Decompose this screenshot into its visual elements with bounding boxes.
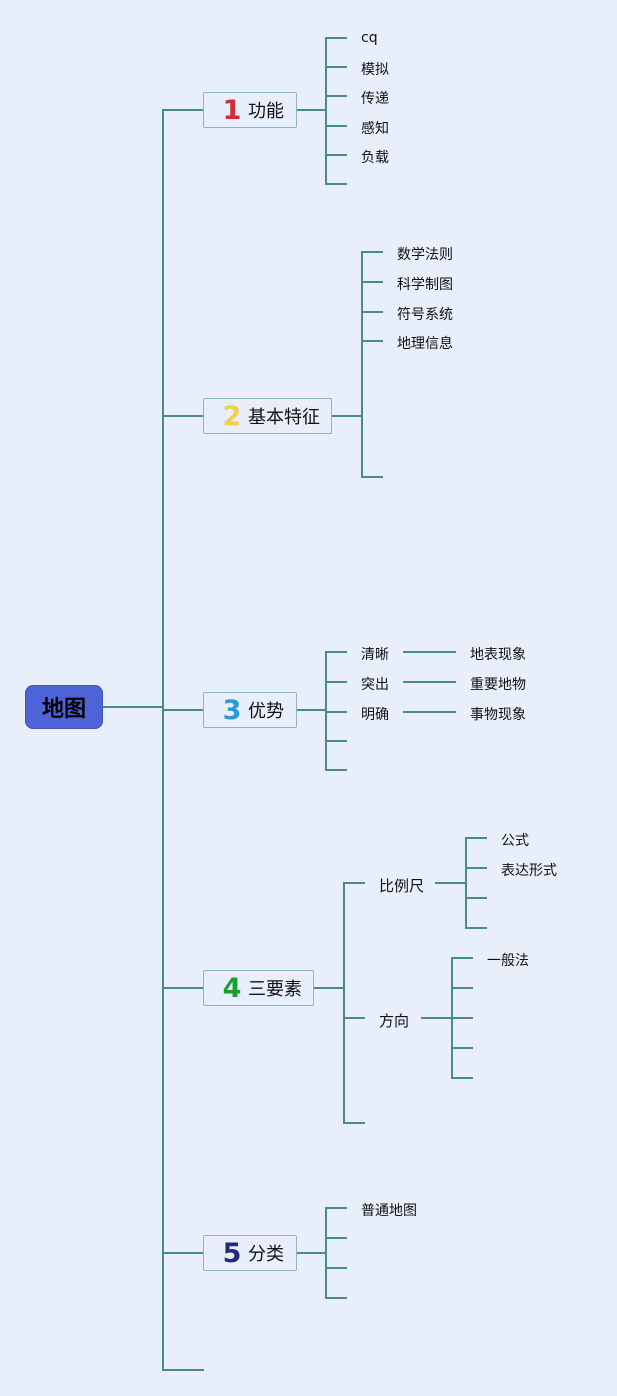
leaf-node[interactable]: 符号系统 [397, 307, 453, 323]
branch-label: 三要素 [248, 979, 302, 1000]
detail-node[interactable]: 重要地物 [470, 677, 526, 693]
leaf-node[interactable]: 模拟 [361, 62, 389, 78]
leaf-node[interactable]: 普通地图 [361, 1203, 417, 1219]
leaf-node[interactable]: 地理信息 [397, 336, 453, 352]
leaf-node[interactable]: 明确 [361, 707, 389, 723]
sub-topic-node[interactable]: 方向 [379, 1012, 410, 1030]
leaf-node[interactable]: 公式 [501, 833, 529, 849]
branch-label: 功能 [248, 101, 284, 122]
branch-label: 基本特征 [248, 407, 320, 428]
leaf-node[interactable]: 负载 [361, 150, 389, 166]
number-5-icon: 5 [222, 1237, 242, 1269]
branch-node-4[interactable]: 4 三要素 [203, 970, 314, 1006]
branch-node-1[interactable]: 1 功能 [203, 92, 297, 128]
branch-node-5[interactable]: 5 分类 [203, 1235, 297, 1271]
branch-node-2[interactable]: 2 基本特征 [203, 398, 332, 434]
detail-node[interactable]: 事物现象 [470, 707, 526, 723]
leaf-node[interactable]: 一般法 [487, 953, 529, 969]
branch-label: 分类 [248, 1244, 284, 1265]
detail-node[interactable]: 地表现象 [470, 647, 526, 663]
root-label: 地图 [41, 697, 86, 722]
leaf-node[interactable]: 感知 [361, 121, 389, 137]
number-3-icon: 3 [222, 694, 242, 726]
branch-label: 优势 [248, 701, 284, 722]
leaf-node[interactable]: 清晰 [361, 647, 389, 663]
number-1-icon: 1 [222, 94, 242, 126]
leaf-node[interactable]: 传递 [361, 91, 389, 107]
leaf-node[interactable]: cq [361, 30, 378, 46]
sub-topic-node[interactable]: 比例尺 [379, 877, 425, 895]
number-2-icon: 2 [222, 400, 242, 432]
leaf-node[interactable]: 科学制图 [397, 277, 453, 293]
leaf-node[interactable]: 表达形式 [501, 863, 557, 879]
leaf-node[interactable]: 数学法则 [397, 247, 453, 263]
leaf-node[interactable]: 突出 [361, 677, 389, 693]
branch-node-3[interactable]: 3 优势 [203, 692, 297, 728]
number-4-icon: 4 [222, 972, 242, 1004]
root-node[interactable]: 地图 [25, 685, 103, 729]
